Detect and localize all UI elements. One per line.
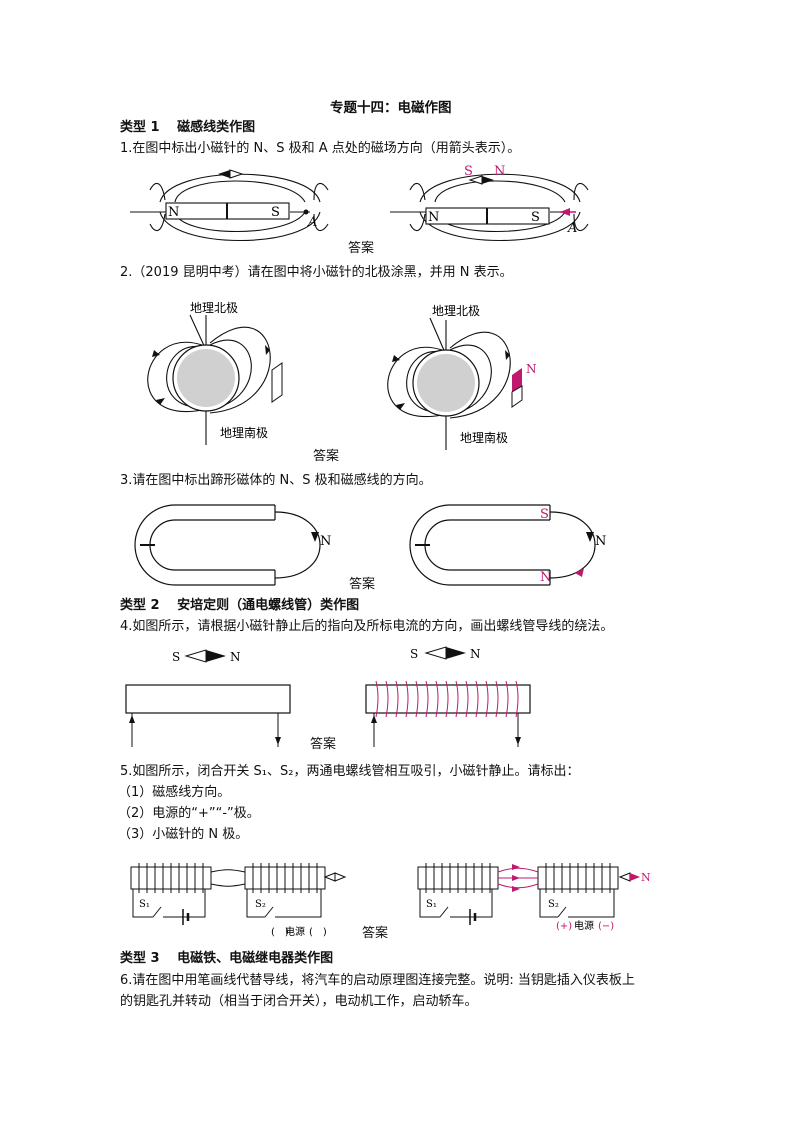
q1-ans-n-label: N	[428, 210, 439, 225]
q1-ans-needle-n: N	[494, 164, 505, 179]
q3-ans-n-label: N	[540, 570, 551, 585]
q3-figure-answer: N S N	[409, 504, 606, 586]
answer-label-4: 答案	[310, 737, 337, 752]
q1-ans-s-label: S	[531, 210, 540, 225]
q2-geo-north: 地理北极	[190, 301, 238, 315]
question-5: 5.如图所示，闭合开关 S₁、S₂，两通电螺线管相互吸引，小磁针静止。请标出：	[120, 764, 580, 779]
q2-geo-south: 地理南极	[220, 425, 268, 440]
q1-s-label: S	[271, 205, 280, 220]
q4-ans-needle-n: N	[470, 647, 481, 661]
q4-needle-n: N	[230, 650, 241, 664]
q5-figure-answer: N S₁ S₂ (+) 电源 (−)	[417, 863, 651, 932]
q3-figure-question: N	[134, 504, 331, 586]
question-1: 1.在图中标出小磁针的 N、S 极和 A 点处的磁场方向（用箭头表示）。	[120, 141, 521, 156]
q5-ans-s1: S₁	[426, 899, 437, 910]
q3-ans-needle-n: N	[595, 534, 606, 549]
q5-s1: S₁	[139, 899, 150, 910]
q4-ans-needle-s: S	[410, 647, 418, 661]
q5-ans-s2: S₂	[548, 899, 559, 910]
q1-figure-answer: N S S N A	[390, 164, 589, 241]
answer-label-5: 答案	[362, 926, 389, 941]
page-title: 专题十四：电磁作图	[330, 100, 452, 116]
q1-a-label: A	[307, 215, 317, 230]
q5-ans-minus: (−)	[598, 921, 614, 932]
question-5-part-1: （1）磁感线方向。	[118, 785, 231, 800]
section-2-heading: 类型 2 安培定则（通电螺线管）类作图	[120, 598, 360, 613]
q1-n-label: N	[168, 205, 179, 220]
question-6-line-2: 的钥匙孔并转动（相当于闭合开关），电动机工作，启动轿车。	[120, 994, 478, 1009]
question-2: 2.（2019 昆明中考）请在图中将小磁针的北极涂黑，并用 N 表示。	[120, 265, 513, 280]
q5-power: 电源	[285, 925, 305, 938]
question-5-part-3: （3）小磁针的 N 极。	[118, 827, 249, 842]
q1-figure-question: N S A	[130, 169, 329, 241]
q2-figure-answer: 地理北极 地理南极 N	[387, 304, 537, 450]
question-5-part-2: （2）电源的“+”“-”极。	[118, 806, 260, 821]
q5-ans-power: 电源	[574, 919, 594, 932]
answer-label-1: 答案	[348, 241, 375, 256]
q5-ans-n-label: N	[641, 871, 651, 884]
q2-ans-n-label: N	[526, 362, 537, 376]
answer-label-2: 答案	[313, 449, 340, 464]
question-6-line-1: 6.请在图中用笔画线代替导线，将汽车的启动原理图连接完整。说明: 当钥匙插入仪表…	[120, 973, 635, 988]
q5-ans-plus: (+)	[556, 921, 572, 932]
q2-ans-geo-north: 地理北极	[432, 304, 480, 318]
question-4: 4.如图所示，请根据小磁针静止后的指向及所标电流的方向，画出螺线管导线的绕法。	[120, 619, 614, 634]
q1-ans-a-label: A	[567, 221, 577, 236]
q3-ans-s-label: S	[540, 507, 549, 522]
answer-label-3: 答案	[349, 577, 376, 592]
q4-figure-answer: S N	[365, 646, 531, 747]
question-3: 3.请在图中标出蹄形磁体的 N、S 极和磁感线的方向。	[120, 473, 432, 488]
section-1-heading: 类型 1 磁感线类作图	[120, 120, 256, 135]
q2-ans-geo-south: 地理南极	[460, 430, 508, 445]
q5-figure-question: S₁ S₂ ( ) 电源 ( )	[130, 863, 347, 938]
q5-s2: S₂	[255, 899, 266, 910]
q1-ans-needle-s: S	[464, 164, 473, 179]
q3-needle-n: N	[320, 534, 331, 549]
q2-figure-question: 地理北极 地理南极	[147, 301, 283, 445]
q5-paren-left: ( )	[271, 927, 289, 938]
q4-figure-question: S N	[125, 649, 291, 747]
q4-needle-s: S	[172, 650, 180, 664]
section-3-heading: 类型 3 电磁铁、电磁继电器类作图	[120, 951, 334, 966]
q5-paren-right: ( )	[309, 927, 327, 938]
